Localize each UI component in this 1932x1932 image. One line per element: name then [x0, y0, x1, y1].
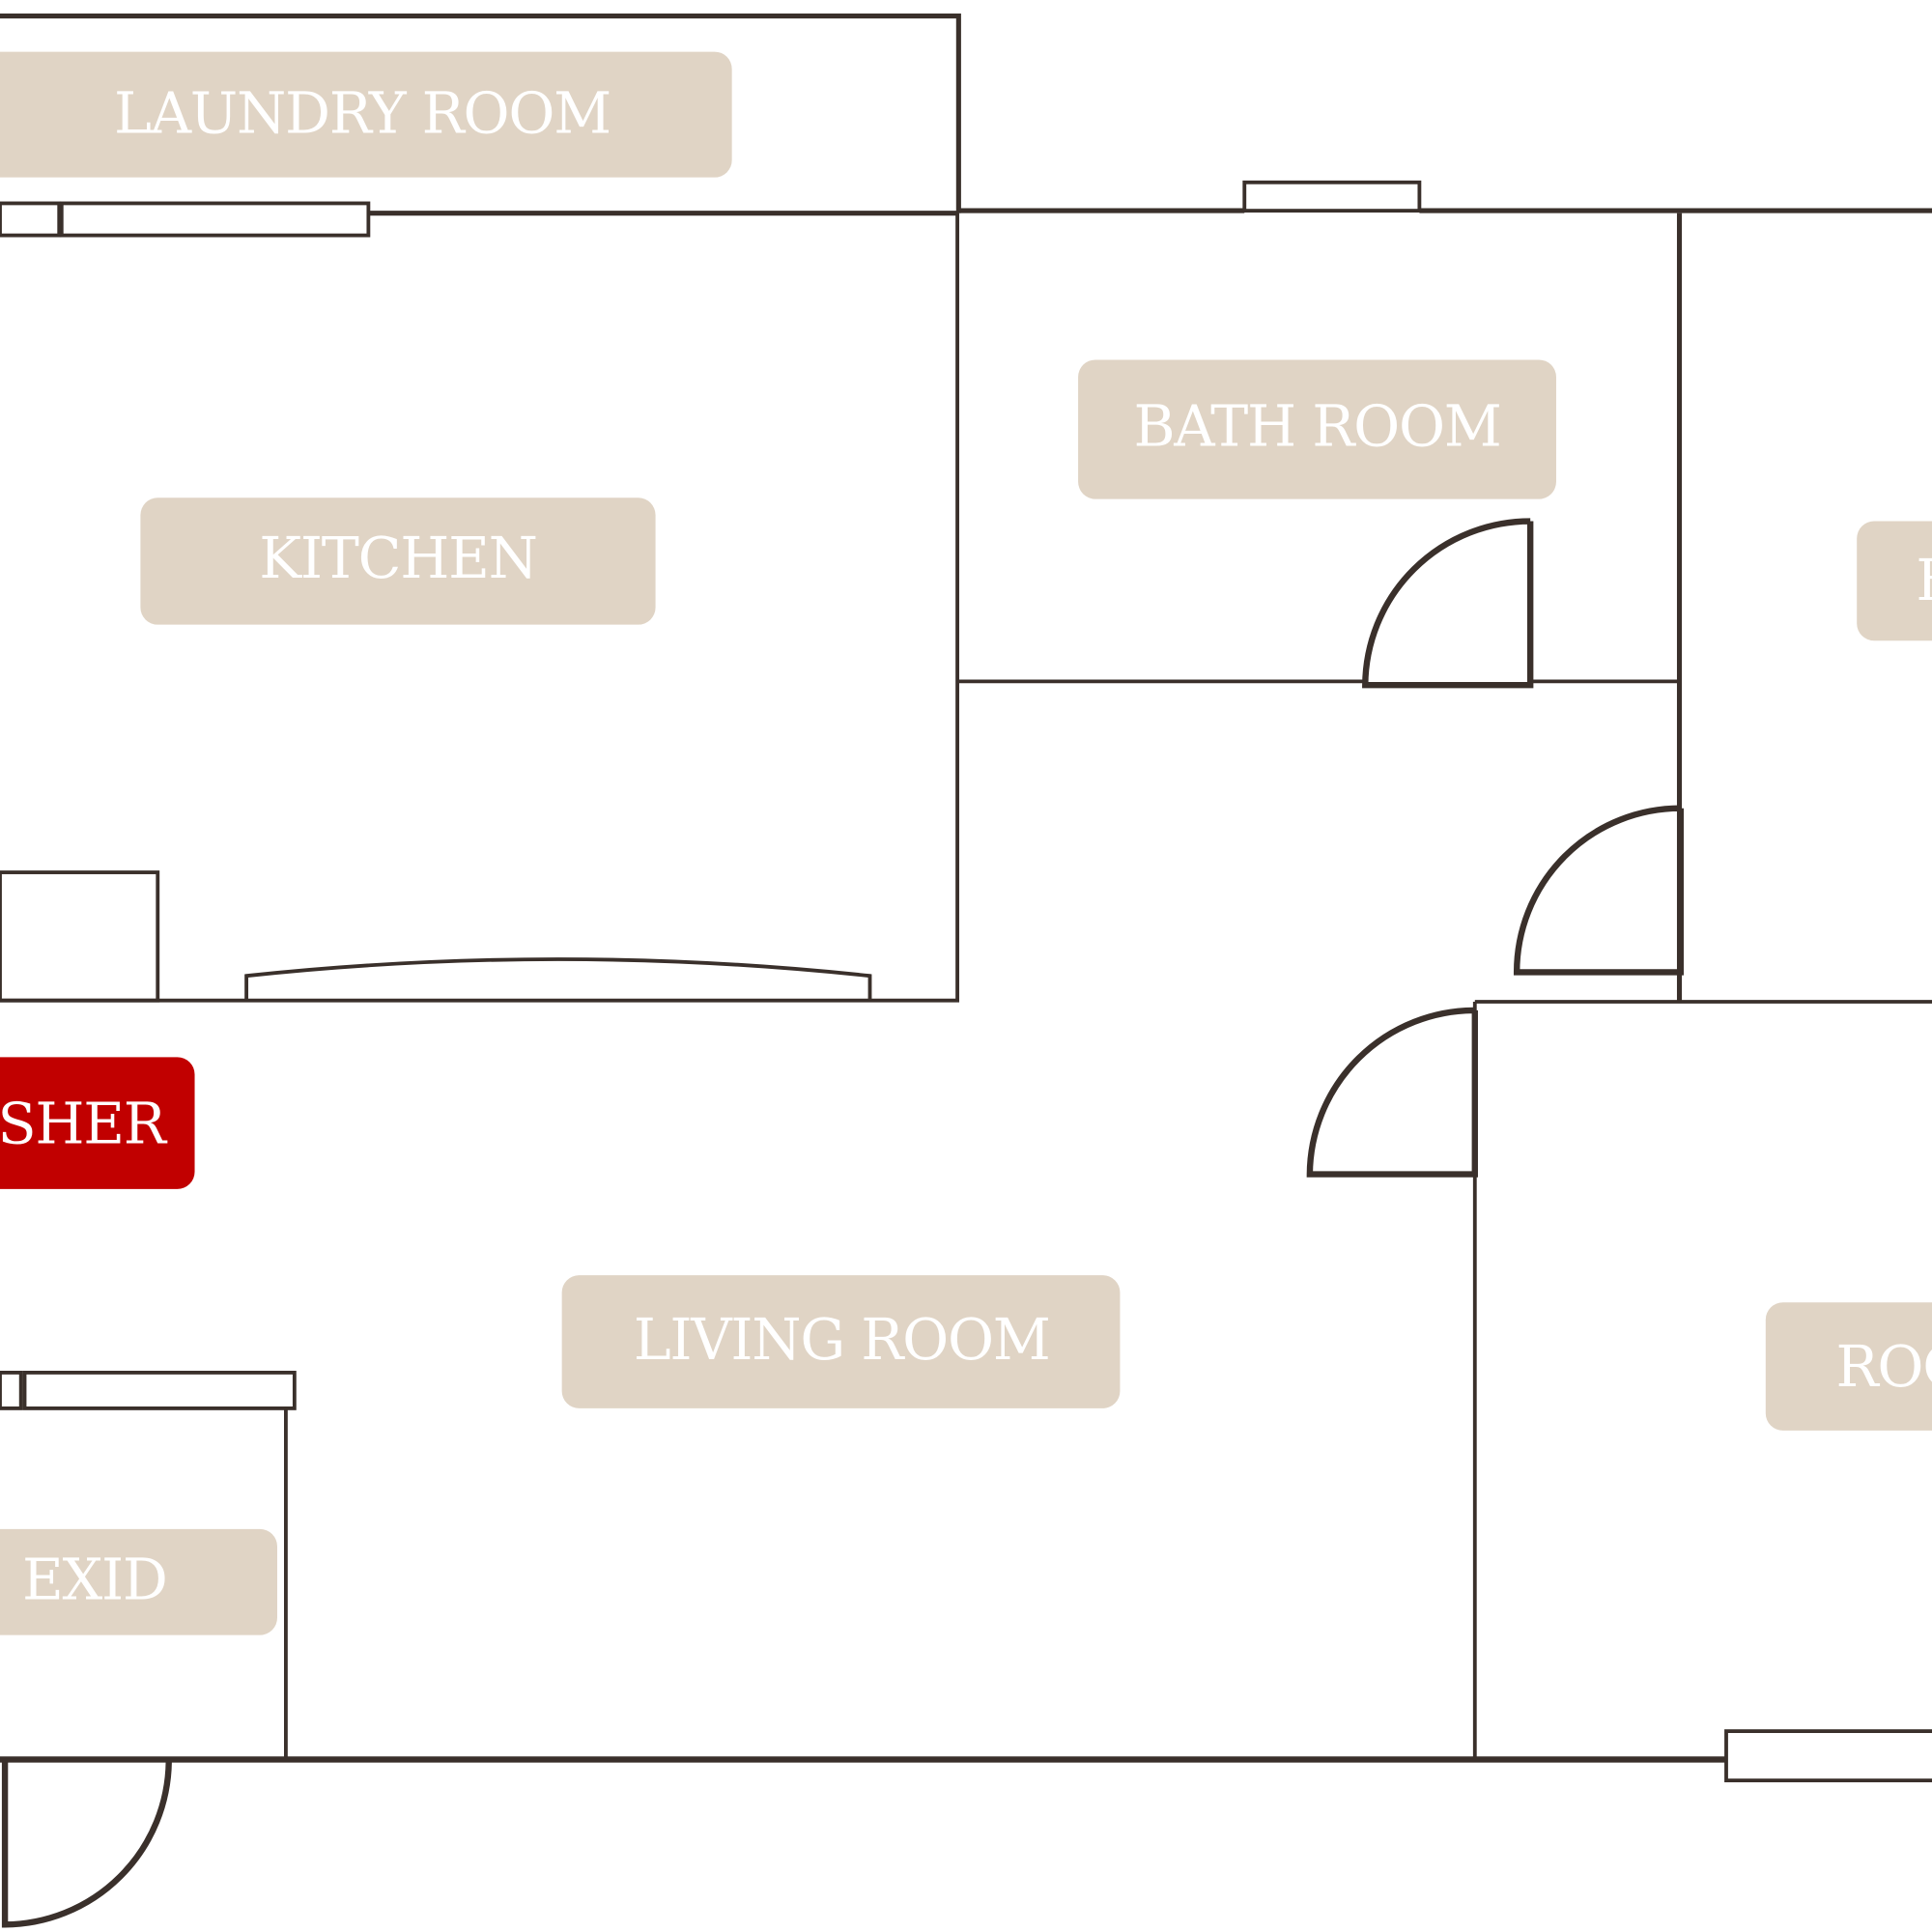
room-label-right-bottom: ROO — [1765, 1302, 1932, 1431]
door — [1306, 1007, 1478, 1178]
label-text: EXID — [22, 1548, 167, 1613]
label-text: B — [1916, 548, 1932, 613]
room-label-right-top: B — [1857, 521, 1932, 641]
label-text: SHER — [0, 1092, 168, 1157]
walls — [0, 14, 1932, 1928]
window — [1242, 180, 1422, 213]
kitchen-counter — [244, 957, 872, 1001]
window — [1724, 1729, 1932, 1783]
room-label-washer: SHER — [0, 1057, 195, 1189]
label-text: BATH ROOM — [1133, 394, 1500, 460]
label-text: ROO — [1836, 1334, 1932, 1400]
label-text: KITCHEN — [259, 526, 536, 591]
window — [22, 1371, 297, 1410]
room-label-bath: BATH ROOM — [1078, 359, 1556, 499]
door — [1362, 518, 1534, 689]
door — [1513, 805, 1684, 976]
counter — [0, 870, 160, 1003]
room-label-living: LIVING ROOM — [561, 1275, 1121, 1408]
window — [0, 201, 62, 238]
room-label-exit: EXID — [0, 1528, 277, 1635]
room-label-laundry: LAUNDRY ROOM — [0, 51, 732, 178]
entry-door — [1, 1761, 172, 1928]
label-text: LIVING ROOM — [634, 1307, 1050, 1373]
window — [0, 1371, 23, 1410]
label-text: LAUNDRY ROOM — [114, 81, 611, 147]
room-label-kitchen: KITCHEN — [140, 497, 656, 625]
window — [59, 201, 371, 238]
